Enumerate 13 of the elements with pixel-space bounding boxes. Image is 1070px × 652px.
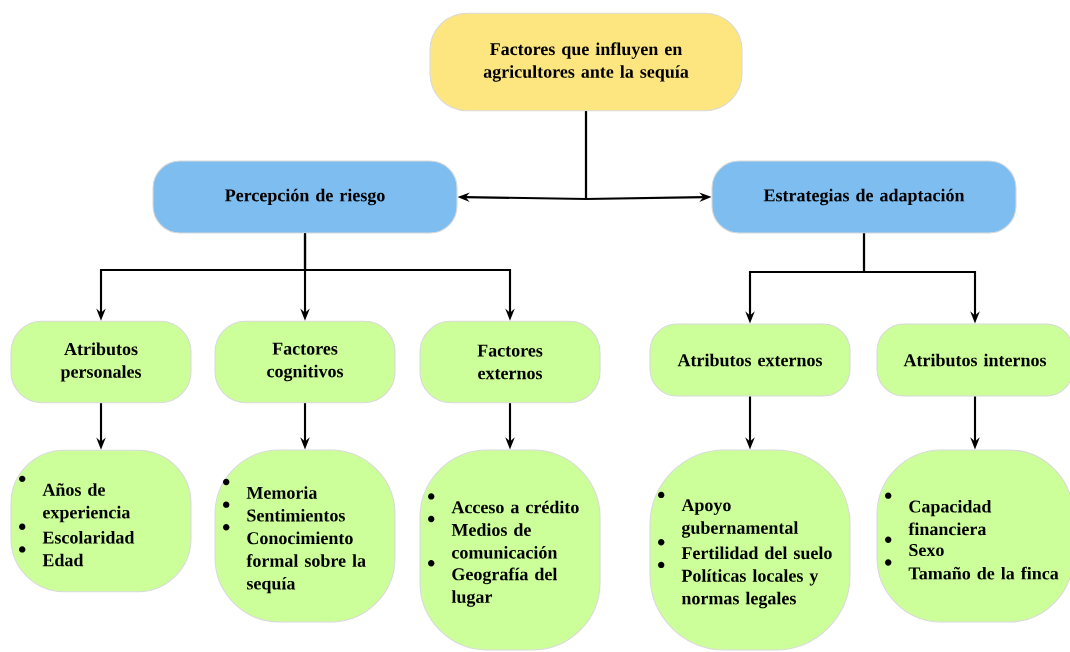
subcategory-box: Factores externos [419, 320, 601, 404]
subcategory-box: Atributos personales [10, 320, 192, 404]
list-box: Años de experiencia Escolaridad Edad [10, 449, 192, 593]
list-box: Capacidad financiera Sexo Tamaño de la finca [876, 449, 1070, 623]
subcategory-box: Atributos internos [876, 323, 1070, 397]
subcategory-box: Atributos externos [649, 323, 851, 397]
list-box: Acceso a crédito Medios de comunicación Geografía del lugar [419, 449, 601, 651]
subcategory-box: Factores cognitivos [214, 320, 396, 404]
category-box: Percepción de riesgo [152, 160, 458, 234]
list-box: Apoyo gubernamental Fertilidad del suelo Políticas locales y normas legales [649, 449, 851, 651]
list-box: Memoria Sentimientos Conocimiento formal sobre la sequía [214, 449, 396, 623]
title-box: Factores que influyen en agricultores ante la sequía [429, 12, 743, 112]
category-box: Estrategias de adaptación [711, 160, 1017, 234]
